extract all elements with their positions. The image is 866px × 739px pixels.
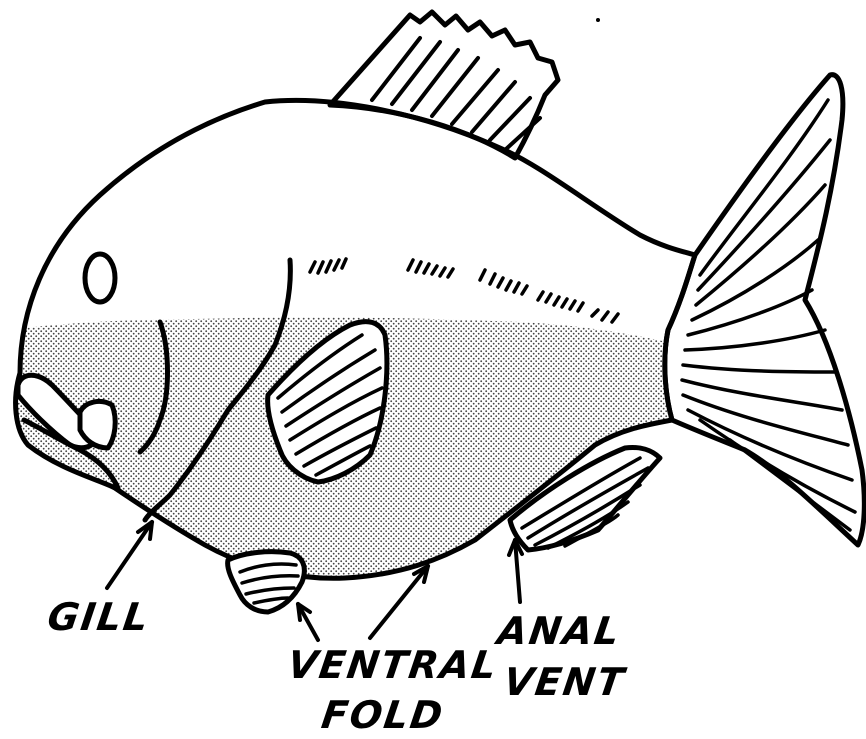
lateral-line (310, 259, 618, 322)
anal-vent-pointer (509, 540, 522, 602)
vent-label: VENT (501, 663, 627, 701)
gill-label: GILL (45, 598, 152, 636)
fold-label: FOLD (319, 696, 446, 734)
pelvic-fin (228, 552, 305, 612)
speck (596, 18, 600, 22)
anal-label: ANAL (495, 612, 623, 650)
eye (85, 254, 115, 302)
dorsal-fin (330, 12, 558, 158)
gill-pointer (107, 522, 152, 588)
ventral-label: VENTRAL (285, 646, 500, 684)
caudal-fin (665, 75, 865, 545)
